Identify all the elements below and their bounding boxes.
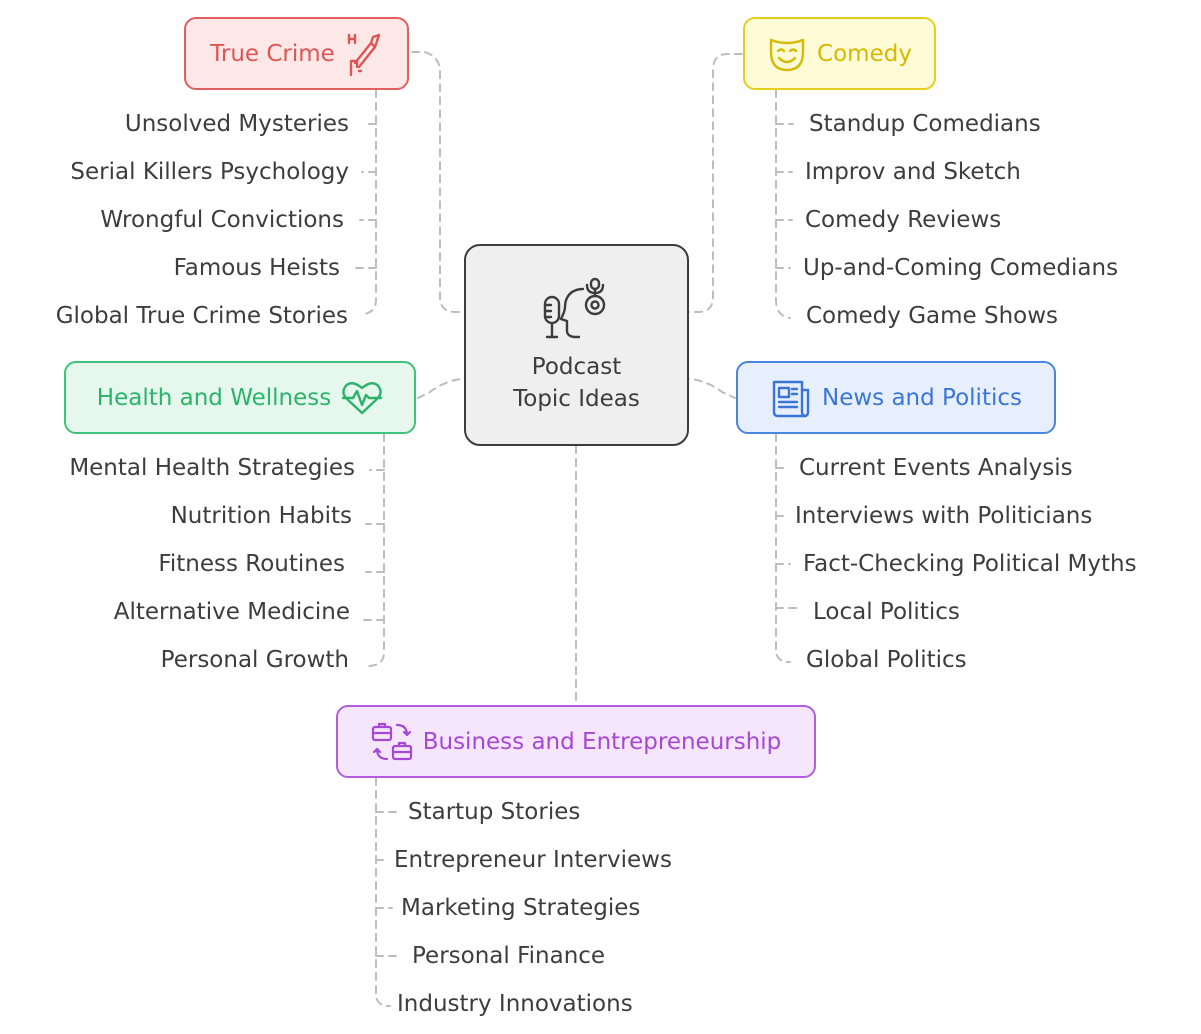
business-item-3: Marketing Strategies: [401, 895, 641, 921]
health-item-5: Personal Growth: [160, 647, 349, 673]
connector-health-spine: [367, 433, 385, 667]
business-item-1: Startup Stories: [408, 799, 581, 825]
comedy-item-4: Up-and-Coming Comedians: [803, 255, 1119, 281]
health-item-4: Alternative Medicine: [113, 599, 350, 625]
center-title-line-2: Topic Ideas: [513, 386, 640, 412]
newspaper-icon: [772, 380, 810, 417]
business-item-2: Entrepreneur Interviews: [394, 847, 672, 873]
connector-center-health: [417, 376, 473, 399]
branch-news-and-politics: News and Politics: [736, 361, 1056, 434]
news-item-4: Local Politics: [813, 599, 960, 625]
connector-true-crime-spine: [363, 89, 377, 315]
branch-true-crime: True Crime: [184, 17, 409, 90]
news-item-2: Interviews with Politicians: [795, 503, 1093, 529]
briefcase-exchange-icon: [371, 722, 412, 760]
knife-icon: [347, 33, 381, 76]
branch-true-crime-label: True Crime: [210, 40, 335, 67]
connector-center-news: [681, 377, 736, 399]
connector-business-spine: [375, 777, 391, 1007]
comedy-mask-icon: [769, 38, 805, 71]
connector-center-comedy: [681, 53, 744, 313]
health-item-1: Mental Health Strategies: [69, 455, 355, 481]
comedy-item-2: Improv and Sketch: [805, 159, 1021, 185]
comedy-item-5: Comedy Game Shows: [806, 303, 1059, 329]
business-item-4: Personal Finance: [412, 943, 606, 969]
branch-health-label: Health and Wellness: [96, 384, 332, 411]
heartbeat-icon: [342, 381, 383, 414]
news-item-3: Fact-Checking Political Myths: [803, 551, 1137, 577]
news-item-5: Global Politics: [806, 647, 967, 673]
true-crime-item-1: Unsolved Mysteries: [124, 111, 349, 137]
true-crime-item-2: Serial Killers Psychology: [70, 159, 349, 185]
health-item-2: Nutrition Habits: [170, 503, 352, 529]
center-node: Podcast Topic Ideas: [464, 244, 689, 446]
comedy-item-3: Comedy Reviews: [805, 207, 1002, 233]
connector-news-spine: [775, 433, 791, 663]
true-crime-item-4: Famous Heists: [173, 255, 340, 281]
branch-comedy: Comedy: [743, 17, 936, 90]
health-item-3: Fitness Routines: [158, 551, 345, 577]
business-item-5: Industry Innovations: [397, 991, 633, 1017]
connector-comedy-spine: [775, 89, 791, 319]
branch-business-label: Business and Entrepreneurship: [422, 728, 782, 755]
news-item-1: Current Events Analysis: [799, 455, 1073, 481]
true-crime-item-5: Global True Crime Stories: [55, 303, 348, 329]
branch-comedy-label: Comedy: [817, 40, 912, 67]
center-title-line-1: Podcast: [531, 354, 622, 380]
comedy-item-1: Standup Comedians: [809, 111, 1041, 137]
podcaster-microphone-icon: [543, 277, 605, 339]
branch-health-and-wellness: Health and Wellness: [64, 361, 416, 434]
true-crime-item-3: Wrongful Convictions: [100, 207, 344, 233]
branch-news-label: News and Politics: [822, 384, 1022, 411]
branch-business-and-entrepreneurship: Business and Entrepreneurship: [336, 705, 816, 778]
connector-center-true-crime: [409, 51, 473, 313]
